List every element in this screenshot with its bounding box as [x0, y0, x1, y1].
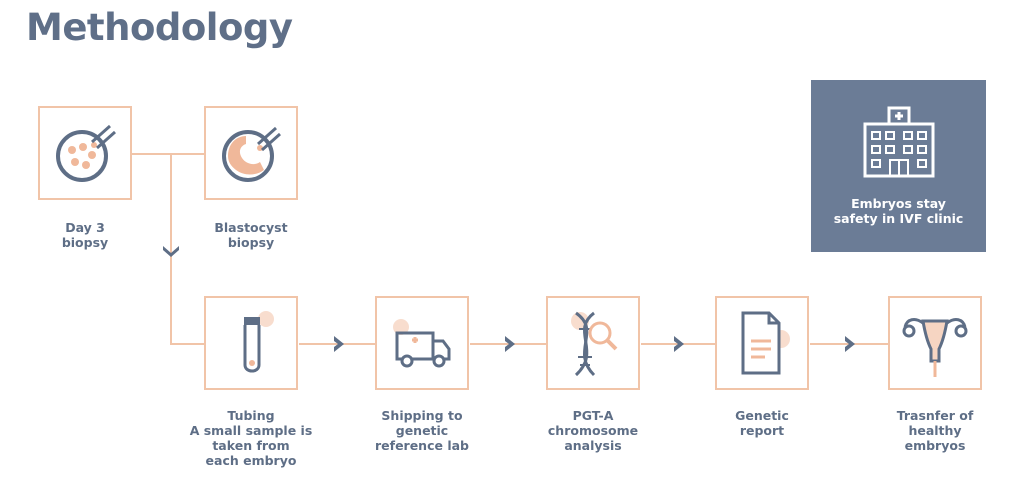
dna-magnifier-icon	[571, 311, 618, 377]
connector-line	[170, 343, 205, 345]
hospital-icon	[863, 106, 935, 178]
connector-line	[470, 343, 547, 345]
chevron-right-icon	[674, 336, 684, 352]
transfer-label: Trasnfer of healthy embryos	[896, 408, 974, 453]
connector-line	[170, 153, 172, 345]
document-icon	[741, 311, 790, 375]
chevron-down-icon	[163, 246, 179, 257]
blastocyst-biopsy-label: Blastocyst biopsy	[214, 220, 288, 250]
report-label: Genetic report	[735, 408, 789, 438]
day3-biopsy-label: Day 3 biopsy	[61, 220, 109, 250]
van-icon	[393, 319, 451, 368]
pgta-box	[546, 296, 640, 390]
transfer-box	[888, 296, 982, 390]
petri-dish-icon	[56, 124, 116, 182]
ivf-clinic-text: Embryos stay safety in IVF clinic	[833, 196, 964, 226]
chevron-right-icon	[334, 336, 344, 352]
connector-line	[299, 343, 376, 345]
chevron-right-icon	[845, 336, 855, 352]
tubing-label: Tubing A small sample is taken from each…	[189, 408, 313, 468]
report-box	[715, 296, 809, 390]
pgta-label: PGT-A chromosome analysis	[547, 408, 639, 453]
tubing-box	[204, 296, 298, 390]
shipping-box	[375, 296, 469, 390]
blastocyst-biopsy-box	[204, 106, 298, 200]
day3-biopsy-box	[38, 106, 132, 200]
uterus-icon	[902, 318, 968, 377]
test-tube-icon	[243, 311, 274, 373]
chevron-right-icon	[505, 336, 515, 352]
blastocyst-icon	[222, 126, 281, 182]
page-title: Methodology	[26, 6, 293, 49]
connector-line	[132, 153, 205, 155]
ivf-clinic-panel: Embryos stay safety in IVF clinic	[811, 80, 986, 252]
shipping-label: Shipping to genetic reference lab	[374, 408, 469, 453]
